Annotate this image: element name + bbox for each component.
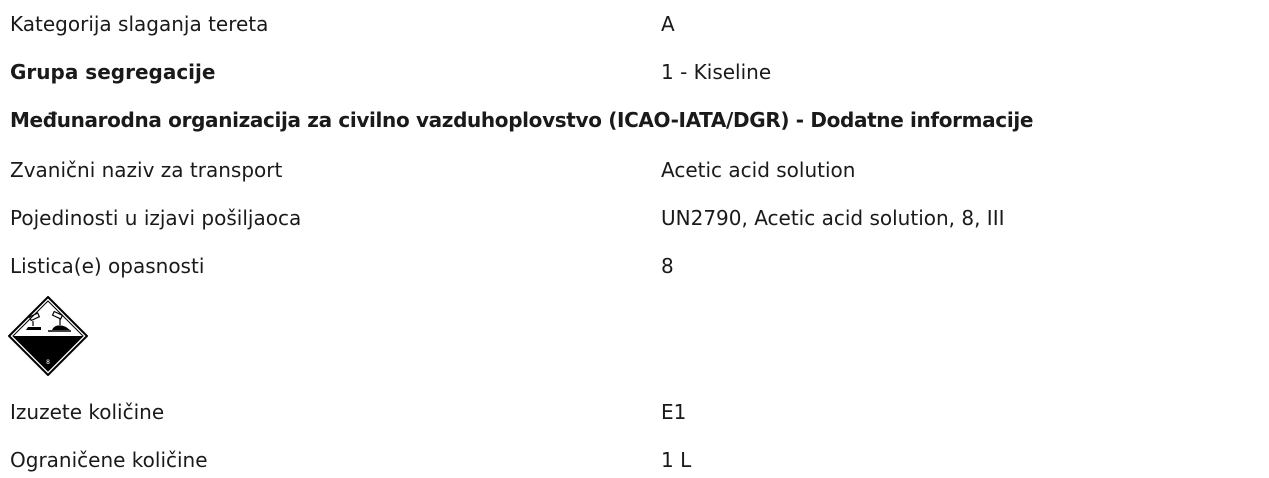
row-value: UN2790, Acetic acid solution, 8, III [661, 206, 1005, 230]
row-value: E1 [661, 400, 687, 424]
corrosive-class-8-hazard-icon: 8 [7, 295, 89, 377]
class-number: 8 [46, 359, 50, 366]
row-label: Kategorija slaganja tereta [10, 12, 269, 36]
row-value: 8 [661, 254, 674, 278]
row-label: Grupa segregacije [10, 60, 216, 84]
row-label: Izuzete količine [10, 400, 165, 424]
row-label: Ograničene količine [10, 448, 208, 472]
row-label: Listica(e) opasnosti [10, 254, 205, 278]
row-label: Zvanični naziv za transport [10, 158, 283, 182]
row-value: 1 - Kiseline [661, 60, 772, 84]
row-value: A [661, 12, 675, 36]
row-value: Acetic acid solution [661, 158, 856, 182]
section-heading-icao: Međunarodna organizacija za civilno vazd… [10, 108, 1034, 132]
row-value: 1 L [661, 448, 692, 472]
row-label: Pojedinosti u izjavi pošiljaoca [10, 206, 302, 230]
